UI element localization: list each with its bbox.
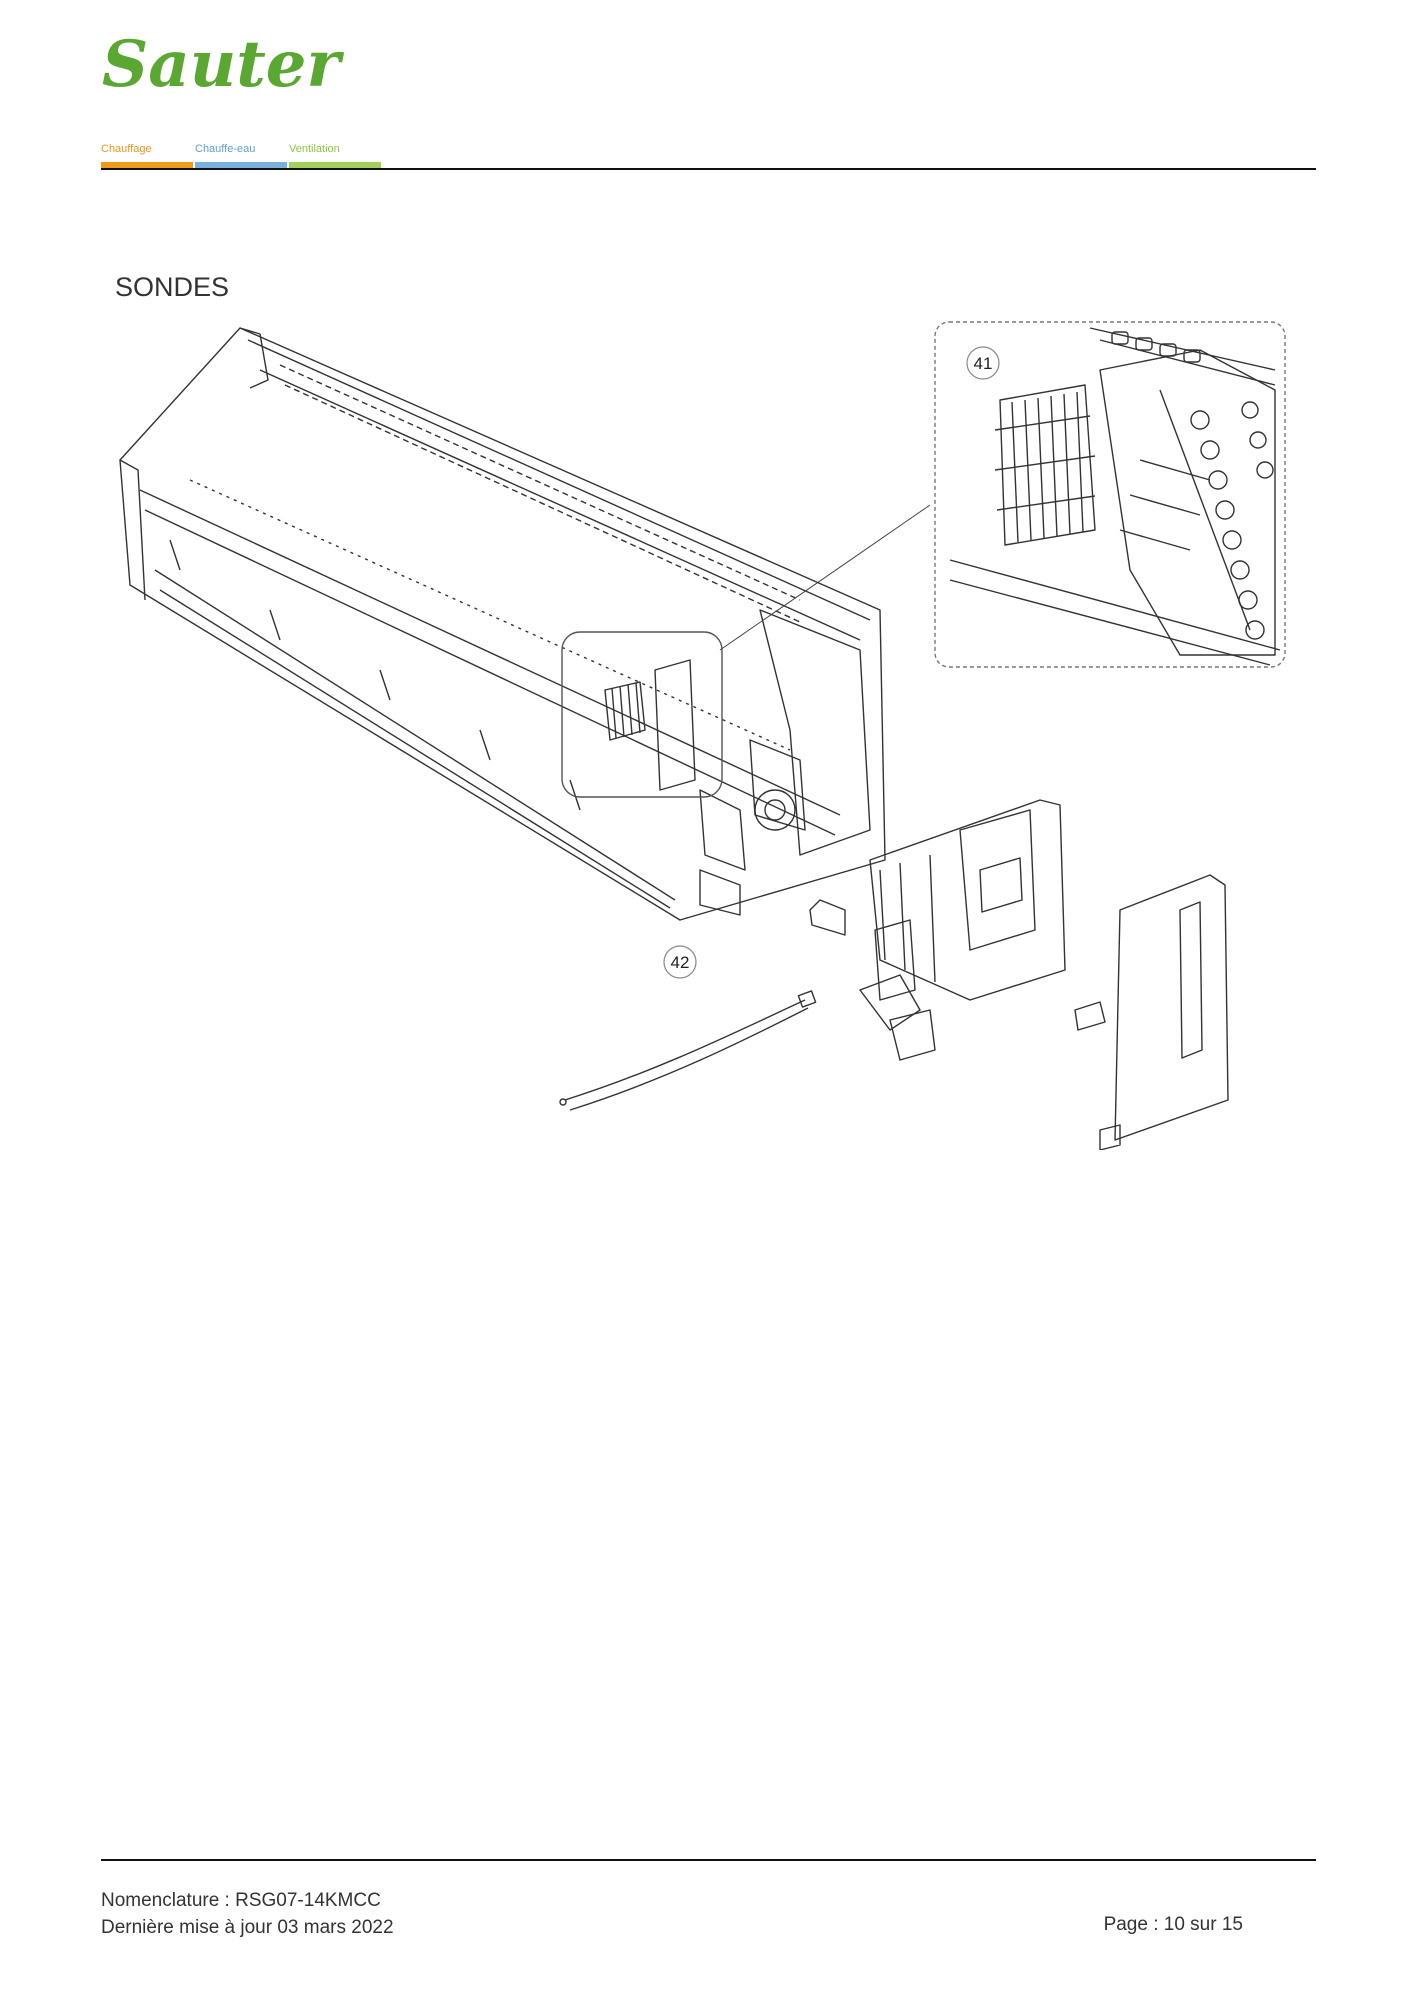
sauter-logo: Sauter <box>102 28 345 98</box>
footer-divider <box>101 1859 1316 1861</box>
category-chauffe-eau: Chauffe-eau <box>195 142 287 168</box>
category-label: Ventilation <box>289 143 340 155</box>
category-bar <box>195 162 287 168</box>
sensor-cable <box>559 990 817 1111</box>
control-box <box>859 799 1066 1061</box>
category-chauffage: Chauffage <box>101 142 193 168</box>
callout-41: 41 <box>966 346 1000 380</box>
section-title: SONDES <box>115 272 230 302</box>
category-label: Chauffe-eau <box>195 143 256 155</box>
header-divider <box>101 168 1316 170</box>
callout-label: 41 <box>974 354 993 373</box>
control-box-cover <box>1074 874 1229 1150</box>
indoor-unit-chassis <box>119 327 886 936</box>
last-updated: Dernière mise à jour 03 mars 2022 <box>101 1917 394 1938</box>
detail-zoom-area <box>561 631 723 798</box>
callout-label: 42 <box>671 953 690 972</box>
leader-line-detail <box>719 504 931 651</box>
enlargement-detail <box>949 327 1281 666</box>
category-bar <box>101 162 193 168</box>
sensor-fins-small <box>604 659 696 791</box>
category-ventilation: Ventilation <box>289 142 381 168</box>
document-reference: Nomenclature : RSG07-14KMCC <box>101 1890 381 1911</box>
callout-42: 42 <box>663 945 697 979</box>
exploded-view-drawing: 41 42 <box>119 321 1286 1150</box>
enlargement-box <box>934 321 1286 668</box>
category-bar <box>289 162 381 168</box>
page-number: Page : 10 sur 15 <box>1103 1914 1243 1935</box>
category-strip: Chauffage Chauffe-eau Ventilation <box>101 142 381 168</box>
footer-info: Nomenclature : RSG07-14KMCC Dernière mis… <box>101 1887 394 1941</box>
logo-text: Sauter <box>102 28 345 98</box>
category-label: Chauffage <box>101 143 152 155</box>
